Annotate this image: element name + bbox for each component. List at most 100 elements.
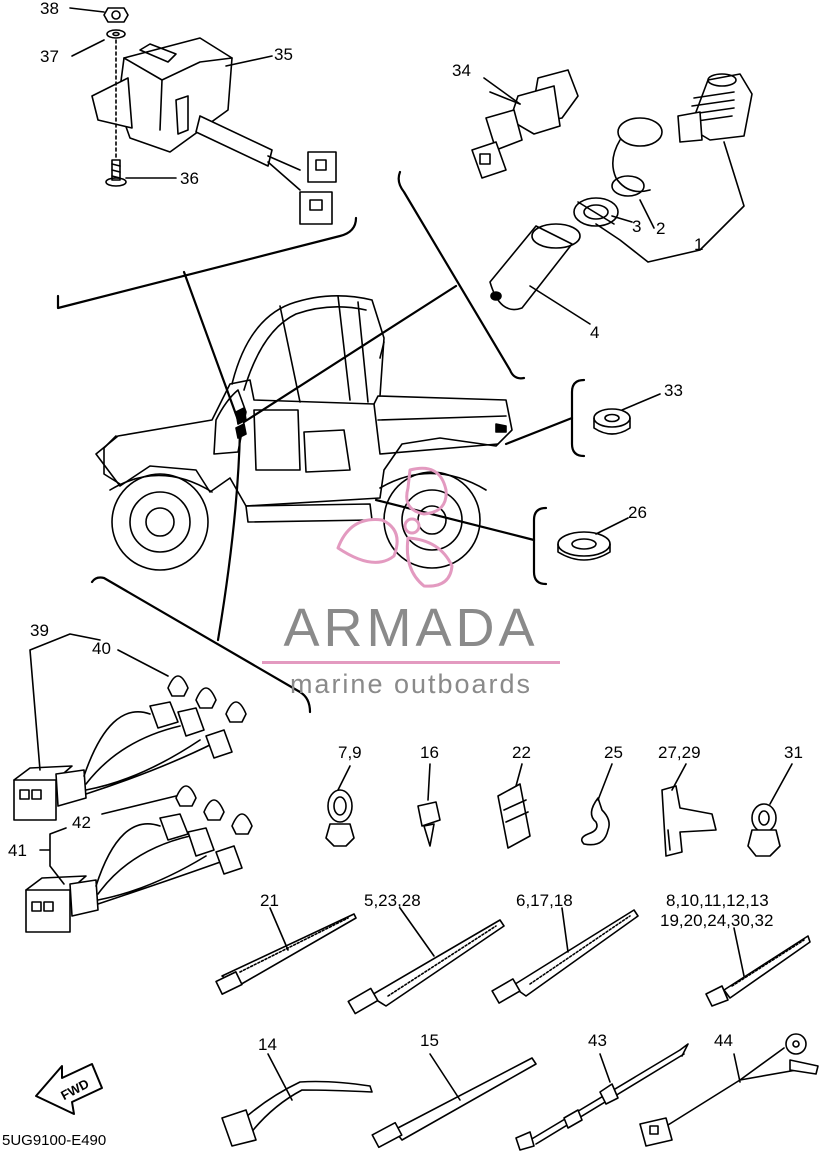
- grommet-26-bracket: [532, 506, 548, 586]
- leader-37: [71, 39, 105, 57]
- leader-16: [427, 763, 431, 801]
- leader-5-23-28: [399, 907, 435, 957]
- leader-27-29: [671, 763, 687, 791]
- callout-38: 38: [40, 0, 59, 18]
- cable-tie-part: [491, 909, 639, 1004]
- vehicle-illustration: [95, 295, 513, 571]
- clip-part: [497, 783, 531, 849]
- harness-assembly-part: [13, 701, 233, 821]
- clip-part: [325, 789, 355, 847]
- socket-cap-part: [611, 117, 663, 197]
- lead-wire-part: [639, 1033, 819, 1147]
- callout-31: 31: [784, 743, 803, 762]
- callout-43: 43: [588, 1031, 607, 1050]
- grommet-33-bracket: [570, 378, 586, 458]
- leader-15: [429, 1053, 461, 1101]
- leader-3: [611, 215, 633, 223]
- callout-7-9: 7,9: [338, 743, 362, 762]
- armada-logo-mark: [336, 466, 454, 588]
- callout-14: 14: [258, 1035, 277, 1054]
- vehicle-grommet-link-33: [504, 416, 574, 446]
- lead-wire-part: [515, 1043, 689, 1151]
- cable-tie-part: [215, 913, 357, 995]
- callout-3: 3: [632, 217, 642, 236]
- callout-22: 22: [512, 743, 531, 762]
- callout-15: 15: [420, 1031, 439, 1050]
- vehicle-harness-link: [216, 428, 242, 642]
- callout-26: 26: [628, 503, 647, 522]
- leader-6-17-18: [561, 907, 569, 953]
- callout-44: 44: [714, 1031, 733, 1050]
- nut-part: [103, 7, 129, 23]
- leader-39: [29, 633, 101, 771]
- watermark-subtitle: marine outboards: [289, 669, 533, 699]
- fwd-arrow-icon: [35, 1063, 103, 1115]
- callout-2: 2: [656, 219, 666, 238]
- bolt-part: [105, 159, 127, 187]
- callout-16: 16: [420, 743, 439, 762]
- callout-6-17-18: 6,17,18: [516, 891, 573, 910]
- socket-bracket-line: [397, 170, 526, 380]
- clip-part: [580, 797, 610, 846]
- leader-35: [225, 55, 273, 67]
- watermark-title: ARMADA: [283, 598, 539, 658]
- leader-38: [69, 7, 105, 13]
- callout-41: 41: [8, 841, 27, 860]
- callout-33: 33: [664, 381, 683, 400]
- callout-36: 36: [180, 169, 199, 188]
- socket-nut-part: [573, 197, 619, 227]
- cable-tie-part: [705, 935, 811, 1007]
- leader-25: [597, 763, 613, 801]
- callout-39: 39: [30, 621, 49, 640]
- callout-25: 25: [604, 743, 623, 762]
- clip-part: [417, 801, 441, 847]
- callout-34: 34: [452, 61, 471, 80]
- callout-35: 35: [274, 45, 293, 64]
- bulb-part: [175, 785, 253, 835]
- watermark-rule: [262, 661, 560, 664]
- leader-21: [269, 907, 289, 951]
- callout-19-20-24-30-32: 19,20,24,30,32: [660, 911, 774, 930]
- leader-1: [595, 141, 745, 263]
- leader-33: [621, 393, 661, 411]
- socket-sleeve-part: [489, 223, 581, 311]
- relay-bracket-line: [56, 216, 358, 310]
- leader-26: [595, 517, 629, 535]
- harness-assembly-part: [25, 813, 243, 933]
- callout-21: 21: [260, 891, 279, 910]
- washer-part: [106, 29, 126, 161]
- leader-8-19: [733, 927, 745, 977]
- leader-40: [117, 649, 169, 677]
- callout-40: 40: [92, 639, 111, 658]
- socket-housing-part: [677, 73, 753, 143]
- callout-42: 42: [72, 813, 91, 832]
- callout-1: 1: [694, 235, 704, 254]
- callout-8-10-11-12-13: 8,10,11,12,13: [666, 891, 769, 910]
- leader-44: [733, 1053, 741, 1083]
- relay-assembly-part: [91, 37, 337, 225]
- grommet-small-part: [593, 408, 631, 435]
- callout-4: 4: [590, 323, 600, 342]
- band-part: [221, 1080, 373, 1147]
- leader-34: [483, 77, 521, 105]
- harness-bracket-line: [90, 576, 312, 714]
- grommet-large-part: [557, 531, 611, 561]
- cable-tie-part: [347, 919, 505, 1015]
- leader-42: [101, 795, 177, 815]
- leader-43: [599, 1053, 611, 1083]
- diagram-code: 5UG9100-E490: [2, 1132, 107, 1149]
- vehicle-grommet-link-26: [374, 498, 536, 542]
- vehicle-socket-link: [242, 284, 458, 424]
- leader-41: [39, 827, 67, 885]
- callout-5-23-28: 5,23,28: [364, 891, 421, 910]
- leader-22: [515, 763, 523, 787]
- clip-part: [661, 785, 717, 857]
- leader-14: [267, 1053, 293, 1101]
- leader-2: [639, 199, 655, 229]
- callout-27-29: 27,29: [658, 743, 701, 762]
- cable-tie-part: [371, 1057, 537, 1149]
- vehicle-relay-link: [182, 270, 240, 422]
- callout-37: 37: [40, 47, 59, 66]
- leader-31: [769, 763, 793, 805]
